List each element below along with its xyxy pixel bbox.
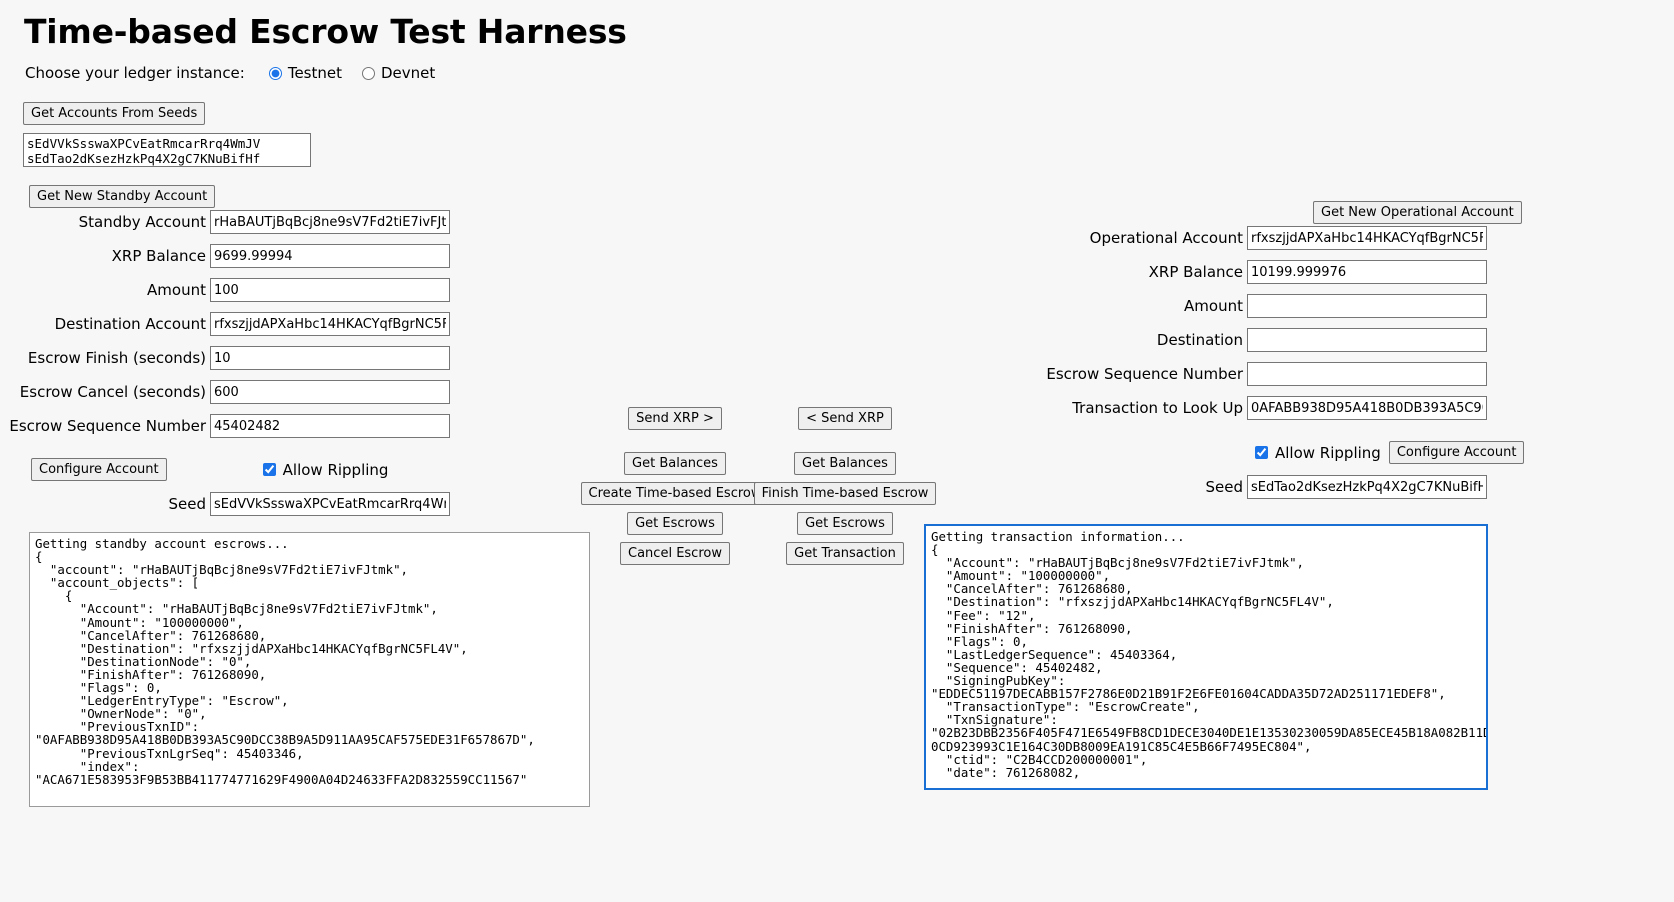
field-operational-amount: Amount (1035, 294, 1487, 318)
operational-seed-row: Seed (1035, 475, 1487, 499)
page-title: Time-based Escrow Test Harness (24, 12, 627, 51)
escrow-cancel-seconds-input[interactable] (210, 380, 450, 404)
operational-allow-rippling-checkbox[interactable] (1255, 446, 1268, 459)
field-label: XRP Balance (111, 247, 206, 265)
get-transaction-button[interactable]: Get Transaction (786, 542, 904, 565)
standby-allow-rippling-label: Allow Rippling (282, 460, 389, 479)
radio-testnet-wrap[interactable]: Testnet (261, 64, 342, 82)
field-label: Escrow Sequence Number (9, 417, 206, 435)
field-label: XRP Balance (1148, 263, 1243, 281)
field-label: Destination Account (54, 315, 206, 333)
field-label: Escrow Finish (seconds) (27, 349, 206, 367)
field-standby-destination-account: Destination Account (0, 312, 450, 336)
standby-configure-row: Configure Account Allow Rippling (31, 458, 388, 481)
operational-xrp-balance-input[interactable] (1247, 260, 1487, 284)
transaction-to-look-up-input[interactable] (1247, 396, 1487, 420)
field-label: Transaction to Look Up (1072, 399, 1243, 417)
radio-devnet-wrap[interactable]: Devnet (354, 64, 435, 82)
radio-devnet-label[interactable]: Devnet (381, 64, 436, 82)
field-operational-xrp-balance: XRP Balance (1035, 260, 1487, 284)
finish-time-based-escrow-button[interactable]: Finish Time-based Escrow (753, 482, 937, 505)
field-operational-destination: Destination (1035, 328, 1487, 352)
field-operational-escrow-sequence-number: Escrow Sequence Number (1035, 362, 1487, 386)
field-label: Operational Account (1089, 229, 1243, 247)
get-accounts-from-seeds-button[interactable]: Get Accounts From Seeds (23, 102, 206, 125)
operational-escrow-sequence-number-input[interactable] (1247, 362, 1487, 386)
operational-destination-input[interactable] (1247, 328, 1487, 352)
operational-seed-input[interactable] (1247, 475, 1487, 499)
field-label: Escrow Cancel (seconds) (19, 383, 206, 401)
standby-configure-account-button[interactable]: Configure Account (31, 458, 167, 481)
seeds-textarea[interactable]: sEdVVkSsswaXPCvEatRmcarRrq4WmJV sEdTao2d… (23, 133, 311, 167)
standby-seed-label: Seed (168, 495, 207, 513)
radio-devnet[interactable] (362, 66, 375, 80)
standby-escrow-sequence-number-input[interactable] (210, 414, 450, 438)
ledger-instance-label: Choose your ledger instance: (25, 64, 245, 82)
field-operational-account: Operational Account (1035, 226, 1487, 250)
field-standby-account: Standby Account (0, 210, 450, 234)
ledger-instance-chooser: Choose your ledger instance: Testnet Dev… (25, 64, 447, 82)
operational-results-textarea[interactable]: Getting transaction information... { "Ac… (924, 524, 1488, 790)
create-time-based-escrow-button[interactable]: Create Time-based Escrow (580, 482, 770, 505)
field-label: Amount (147, 281, 206, 299)
operational-action-buttons: < Send XRP Get Balances Finish Time-base… (753, 407, 937, 565)
field-standby-amount: Amount (0, 278, 450, 302)
standby-action-buttons: Send XRP > Get Balances Create Time-base… (580, 407, 770, 565)
standby-results-textarea[interactable]: Getting standby account escrows... { "ac… (29, 532, 590, 807)
field-label: Standby Account (78, 213, 206, 231)
radio-testnet[interactable] (268, 66, 282, 80)
radio-testnet-label[interactable]: Testnet (287, 64, 342, 82)
field-label: Destination (1156, 331, 1243, 349)
send-xrp-right-button[interactable]: Send XRP > (628, 407, 722, 430)
operational-seed-label: Seed (1205, 478, 1244, 496)
send-xrp-left-button[interactable]: < Send XRP (798, 407, 892, 430)
cancel-escrow-button[interactable]: Cancel Escrow (620, 542, 730, 565)
standby-allow-rippling-checkbox[interactable] (262, 463, 276, 476)
standby-allow-rippling-wrap[interactable]: Allow Rippling (262, 460, 389, 479)
standby-amount-input[interactable] (210, 278, 450, 302)
get-new-standby-account-button[interactable]: Get New Standby Account (29, 185, 216, 208)
field-label: Amount (1184, 297, 1243, 315)
field-label: Escrow Sequence Number (1046, 365, 1243, 383)
operational-get-balances-button[interactable]: Get Balances (794, 452, 896, 475)
standby-account-input[interactable] (210, 210, 450, 234)
operational-form: Operational Account XRP Balance Amount D… (1035, 226, 1487, 430)
standby-form: Standby Account XRP Balance Amount Desti… (0, 210, 450, 448)
field-escrow-finish-seconds: Escrow Finish (seconds) (0, 346, 450, 370)
standby-get-escrows-button[interactable]: Get Escrows (627, 512, 723, 535)
standby-seed-row: Seed (0, 492, 450, 516)
operational-configure-account-button[interactable]: Configure Account (1388, 441, 1525, 464)
operational-allow-rippling-wrap[interactable]: Allow Rippling (1255, 444, 1381, 462)
field-escrow-cancel-seconds: Escrow Cancel (seconds) (0, 380, 450, 404)
standby-seed-input[interactable] (210, 492, 450, 516)
escrow-finish-seconds-input[interactable] (210, 346, 450, 370)
operational-configure-row: Allow Rippling Configure Account (1255, 441, 1525, 464)
operational-account-input[interactable] (1247, 226, 1487, 250)
operational-get-escrows-button[interactable]: Get Escrows (797, 512, 893, 535)
field-transaction-to-look-up: Transaction to Look Up (1035, 396, 1487, 420)
field-standby-escrow-sequence-number: Escrow Sequence Number (0, 414, 450, 438)
standby-xrp-balance-input[interactable] (210, 244, 450, 268)
operational-allow-rippling-label: Allow Rippling (1275, 443, 1381, 462)
get-new-operational-account-button[interactable]: Get New Operational Account (1313, 201, 1522, 224)
standby-get-balances-button[interactable]: Get Balances (624, 452, 726, 475)
standby-destination-account-input[interactable] (210, 312, 450, 336)
operational-amount-input[interactable] (1247, 294, 1487, 318)
field-standby-xrp-balance: XRP Balance (0, 244, 450, 268)
